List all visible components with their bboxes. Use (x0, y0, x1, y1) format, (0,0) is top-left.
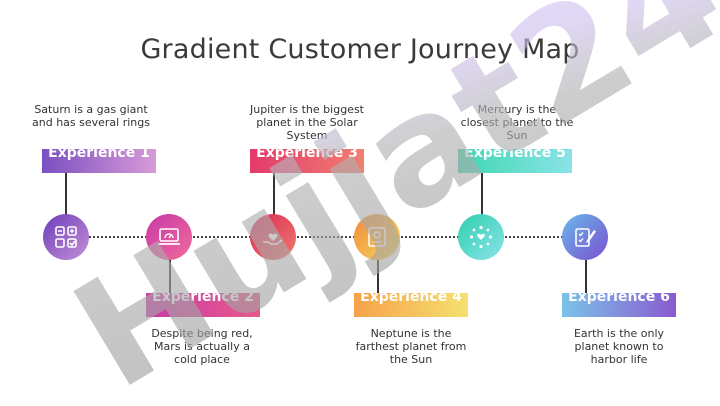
step-5-label-box: Experience 5 (458, 149, 572, 173)
step-1-label: Experience 1 (48, 149, 150, 161)
clipboard-pen-icon (575, 228, 596, 247)
step-6-label-box: Experience 6 (562, 293, 676, 317)
step-4-label-box: Experience 4 (354, 293, 468, 317)
step-2-connector (169, 260, 171, 293)
step-6-connector (585, 260, 587, 293)
laptop-gauge-icon (158, 228, 180, 245)
step-2-node (146, 214, 192, 260)
step-2-label: Experience 2 (152, 293, 254, 305)
step-4-connector (377, 260, 379, 293)
step-6-label: Experience 6 (568, 293, 670, 305)
step-4-label: Experience 4 (360, 293, 462, 305)
step-6-node (562, 214, 608, 260)
step-3-connector (273, 173, 275, 217)
step-3-label: Experience 3 (256, 149, 358, 161)
step-1-node (43, 214, 89, 260)
hand-heart-icon (263, 233, 283, 245)
step-6-description: Earth is the only planet known to harbor… (573, 327, 665, 366)
step-4-node (354, 214, 400, 260)
timeline-line (66, 236, 586, 238)
step-2-label-box: Experience 2 (146, 293, 260, 317)
step-4-description: Neptune is the farthest planet from the … (355, 327, 467, 366)
step-3-label-box: Experience 3 (250, 149, 364, 173)
step-5-label: Experience 5 (464, 149, 566, 161)
slide-title: Gradient Customer Journey Map (140, 34, 580, 65)
heart-network-icon (469, 225, 493, 249)
step-1-label-box: Experience 1 (42, 149, 156, 173)
step-2-description: Despite being red, Mars is actually a co… (151, 327, 253, 366)
step-5-connector (481, 173, 483, 217)
step-3-description: Jupiter is the biggest planet in the Sol… (249, 103, 364, 142)
step-1-connector (65, 173, 67, 217)
step-5-description: Mercury is the closest planet to the Sun (460, 103, 574, 142)
review-board-icon (368, 227, 386, 247)
checklist-icon (55, 226, 77, 248)
step-3-node (250, 214, 296, 260)
step-5-node (458, 214, 504, 260)
step-1-description: Saturn is a gas giant and has several ri… (32, 103, 150, 129)
